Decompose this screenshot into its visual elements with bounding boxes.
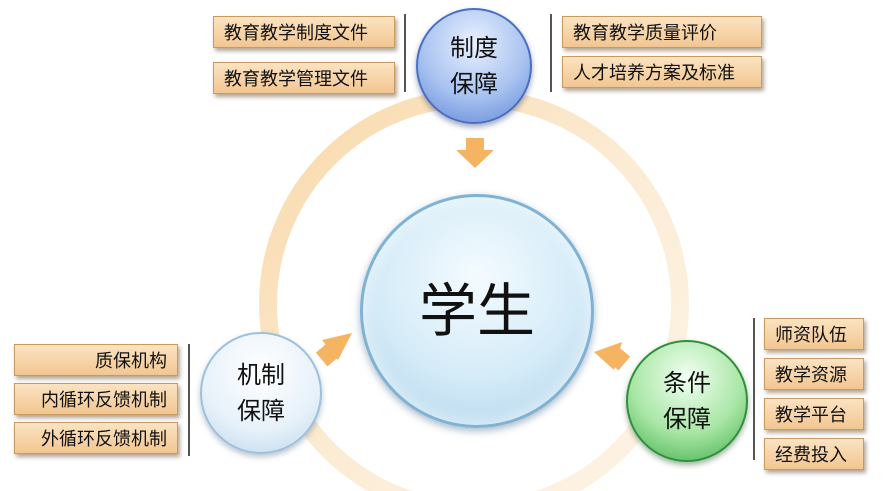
right-bracket xyxy=(753,318,755,460)
top-left-bracket xyxy=(404,14,406,92)
node-label: 条件 保障 xyxy=(663,369,711,433)
node-condition-guarantee: 条件 保障 xyxy=(626,340,748,462)
top-right-item: 教育教学质量评价 xyxy=(562,16,762,48)
right-item: 经费投入 xyxy=(764,438,864,470)
left-bracket xyxy=(188,344,190,456)
center-circle-student: 学生 xyxy=(360,194,594,428)
left-item: 内循环反馈机制 xyxy=(14,383,178,415)
node-system-guarantee: 制度 保障 xyxy=(416,8,532,124)
arrow-right xyxy=(594,342,631,371)
node-label: 机制 保障 xyxy=(237,361,285,425)
left-item: 外循环反馈机制 xyxy=(14,422,178,454)
right-item: 教学资源 xyxy=(764,358,864,390)
top-right-bracket xyxy=(550,14,552,92)
top-right-item: 人才培养方案及标准 xyxy=(562,56,762,88)
top-left-item: 教育教学管理文件 xyxy=(213,62,395,94)
arrow-left xyxy=(315,333,352,367)
left-item: 质保机构 xyxy=(14,344,178,376)
node-mechanism-guarantee: 机制 保障 xyxy=(200,332,322,454)
node-label: 制度 保障 xyxy=(450,34,498,98)
arrow-top xyxy=(456,138,494,168)
right-item: 教学平台 xyxy=(764,398,864,430)
top-left-item: 教育教学制度文件 xyxy=(213,16,395,48)
right-item: 师资队伍 xyxy=(764,318,864,350)
center-label: 学生 xyxy=(418,277,535,345)
